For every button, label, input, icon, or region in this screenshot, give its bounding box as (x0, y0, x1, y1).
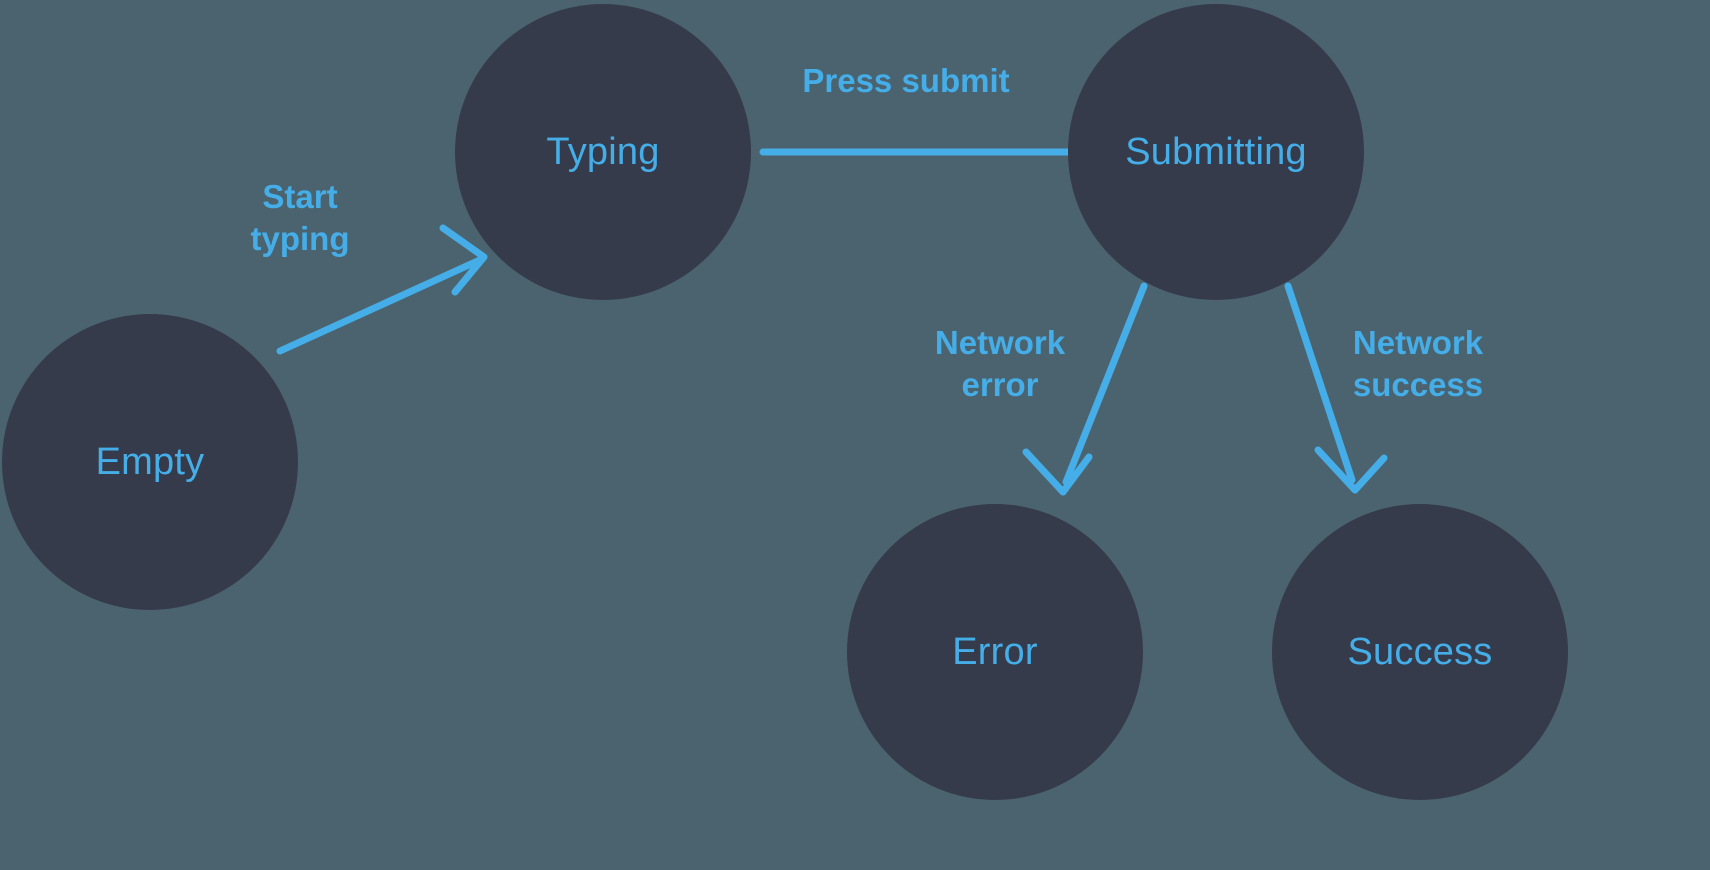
edge-start-typing (276, 224, 488, 355)
edge-label-start-typing: Start typing (250, 177, 350, 257)
edge-label-press-submit: Press submit (802, 61, 1010, 99)
edge-start-typing-line (276, 255, 486, 355)
edge-network-success-arrowhead (1314, 446, 1388, 494)
edge-start-typing-arrowhead (439, 224, 488, 296)
state-label-empty: Empty (95, 441, 205, 483)
state-node-success[interactable]: Success (1272, 504, 1568, 800)
edge-network-error-line (1062, 282, 1148, 486)
edge-network-error-arrowhead (1022, 448, 1093, 496)
state-label-submitting: Submitting (1125, 131, 1307, 173)
edge-network-error (1022, 282, 1148, 496)
state-node-submitting[interactable]: Submitting (1068, 4, 1364, 300)
edge-label-network-error: Network error (934, 323, 1066, 403)
state-node-typing[interactable]: Typing (455, 4, 751, 300)
edge-network-success-line (1284, 282, 1356, 484)
state-node-error[interactable]: Error (847, 504, 1143, 800)
state-node-empty[interactable]: Empty (2, 314, 298, 610)
state-label-success: Success (1347, 631, 1493, 673)
edge-network-success (1284, 282, 1388, 494)
state-label-error: Error (952, 631, 1038, 673)
state-label-typing: Typing (546, 131, 660, 173)
edge-label-network-success: Network success (1352, 323, 1484, 403)
